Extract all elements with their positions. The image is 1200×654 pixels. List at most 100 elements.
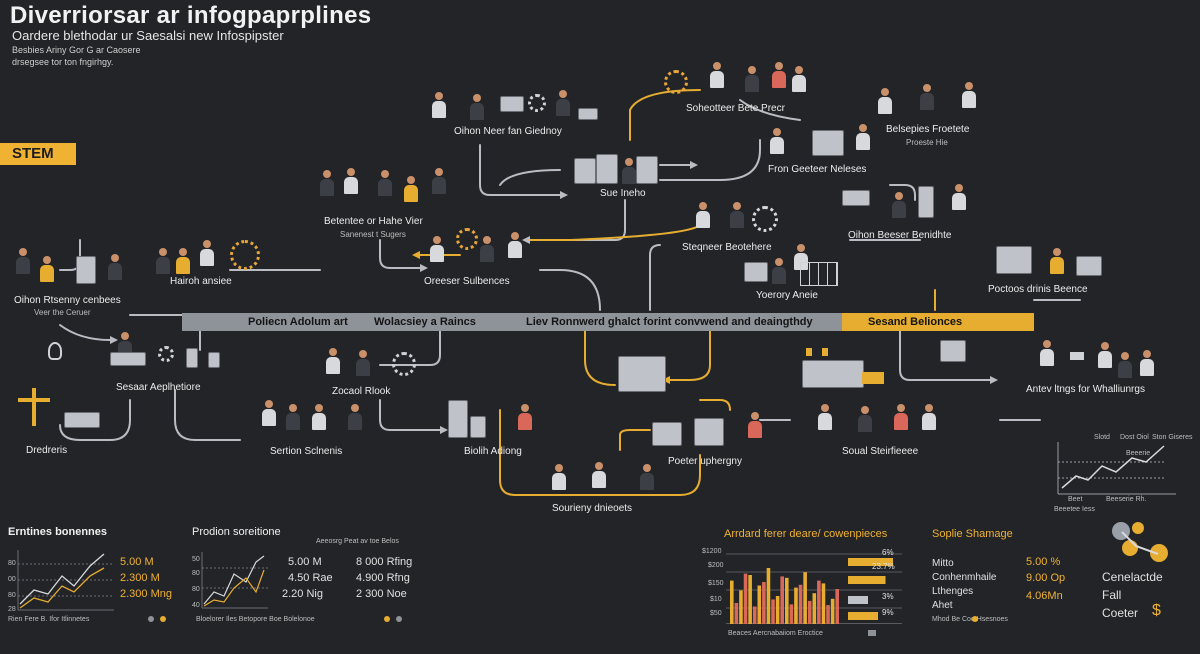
person-figure xyxy=(770,128,784,154)
bar xyxy=(743,573,748,624)
connector-line xyxy=(479,144,561,196)
stat-value: 4.900 Rfng xyxy=(356,572,410,584)
connector-line xyxy=(899,330,991,381)
axis-tick: $10 xyxy=(710,596,722,603)
node-label: Hairoh ansiee xyxy=(170,276,232,287)
monitor-icon xyxy=(500,96,524,112)
description-line: drsegsee tor ton fngirhgy. xyxy=(12,57,114,67)
bar xyxy=(775,596,780,624)
node-label: Sue Ineho xyxy=(600,188,646,199)
person-figure xyxy=(16,248,30,274)
stat-value: 4.06Mn xyxy=(1026,590,1063,602)
person-figure xyxy=(878,88,892,114)
computer-icon xyxy=(812,130,844,156)
band-label: Wolacsiey a Raincs xyxy=(374,316,476,328)
arrow-head xyxy=(522,236,530,244)
band-label: Liev Ronnwerd ghalct forint convwend and… xyxy=(526,316,813,328)
person-figure xyxy=(710,62,724,88)
arrow-head xyxy=(420,264,428,272)
mini-label: Beeetee Iess xyxy=(1054,506,1095,513)
connector-line xyxy=(379,239,421,269)
person-figure xyxy=(262,400,276,426)
bar xyxy=(785,577,789,624)
bar xyxy=(748,575,752,624)
person-figure xyxy=(696,202,710,228)
node-label: Yoerory Aneie xyxy=(756,290,818,301)
person-figure xyxy=(856,124,870,150)
axis-tick: 50 xyxy=(192,556,200,563)
axis-tick: $50 xyxy=(710,610,722,617)
robot-machine-icon xyxy=(618,356,666,392)
mini-trend-svg xyxy=(1057,442,1176,495)
machine-icon xyxy=(186,348,198,368)
connector-line xyxy=(739,99,801,121)
node-label: Biolih Adiong xyxy=(464,446,522,457)
gear-icon xyxy=(158,346,174,362)
person-figure xyxy=(772,62,786,88)
stem-figure-icon xyxy=(18,398,50,402)
axis-tick: 80 xyxy=(8,592,16,599)
axis-tick: 80 xyxy=(8,560,16,567)
person-figure xyxy=(894,404,908,430)
bar xyxy=(739,590,743,624)
percent-label: 6% xyxy=(882,548,894,557)
grid-board-icon xyxy=(800,262,838,286)
person-figure xyxy=(326,348,340,374)
connector-line xyxy=(59,399,131,441)
bar xyxy=(821,583,826,624)
description-line: Besbies Ariny Gor G ar Caosere xyxy=(12,45,141,55)
arrow-head-accent xyxy=(662,376,670,384)
person-figure xyxy=(962,82,976,108)
legend-circle xyxy=(1150,544,1168,562)
node-sublabel: Proeste Hie xyxy=(906,138,948,147)
stat-value: 5.00 % xyxy=(1026,556,1061,568)
node-label: Fron Geeteer Neleses xyxy=(768,164,867,175)
person-figure xyxy=(952,184,966,210)
person-figure xyxy=(40,256,54,282)
bar xyxy=(835,589,839,624)
person-figure xyxy=(1118,352,1132,378)
connector-line-accent xyxy=(629,89,701,141)
stat-label: Mitto xyxy=(932,558,954,569)
person-figure xyxy=(892,192,906,218)
legend-swatch xyxy=(868,630,876,636)
mini-label: Beet xyxy=(1068,496,1083,503)
panel-stats: Soplie Shamage Mitto 5.00 % Conhenmhaile… xyxy=(930,528,1090,648)
arrow-head xyxy=(560,191,568,199)
stat-label: Lthenges xyxy=(932,586,974,597)
bar xyxy=(734,603,739,624)
node-label: Zocaol Rlook xyxy=(332,386,391,397)
machine-icon xyxy=(918,186,934,218)
axis-tick: $150 xyxy=(708,580,724,587)
panel-footer: Rien Fere B. Ifor Itlinnetes xyxy=(8,616,90,623)
person-figure xyxy=(518,404,532,430)
person-figure xyxy=(818,404,832,430)
machine-icon xyxy=(652,422,682,446)
page-title: Diverriorsar ar infogpaprplines xyxy=(10,2,372,29)
bar xyxy=(812,593,817,624)
bar-chart-svg xyxy=(726,553,902,624)
person-figure xyxy=(640,464,654,490)
bar xyxy=(830,598,835,624)
person-figure xyxy=(730,202,744,228)
band-label: Sesand Belionces xyxy=(868,316,963,328)
percent-label: 3% xyxy=(882,592,894,601)
bar xyxy=(817,580,821,624)
machine-icon xyxy=(694,418,724,446)
percent-label: 23.7% xyxy=(872,562,895,571)
node-label: Dredreris xyxy=(26,445,68,456)
person-figure xyxy=(200,240,214,266)
connector-line-accent xyxy=(584,330,616,386)
indicator-icon xyxy=(806,348,812,356)
connector-line xyxy=(379,330,441,366)
axis-tick: 80 xyxy=(192,570,200,577)
horizontal-bar xyxy=(848,612,878,620)
person-figure xyxy=(748,412,762,438)
legend-dot xyxy=(972,616,978,622)
person-figure xyxy=(792,66,806,92)
connector-line-accent xyxy=(499,409,701,496)
connector-line xyxy=(649,244,661,311)
axis-tick: 28 xyxy=(8,606,16,613)
stem-badge: STEM xyxy=(0,143,76,165)
central-band: Poliecn Adolum art Wolacsiey a Raincs Li… xyxy=(182,313,1034,331)
